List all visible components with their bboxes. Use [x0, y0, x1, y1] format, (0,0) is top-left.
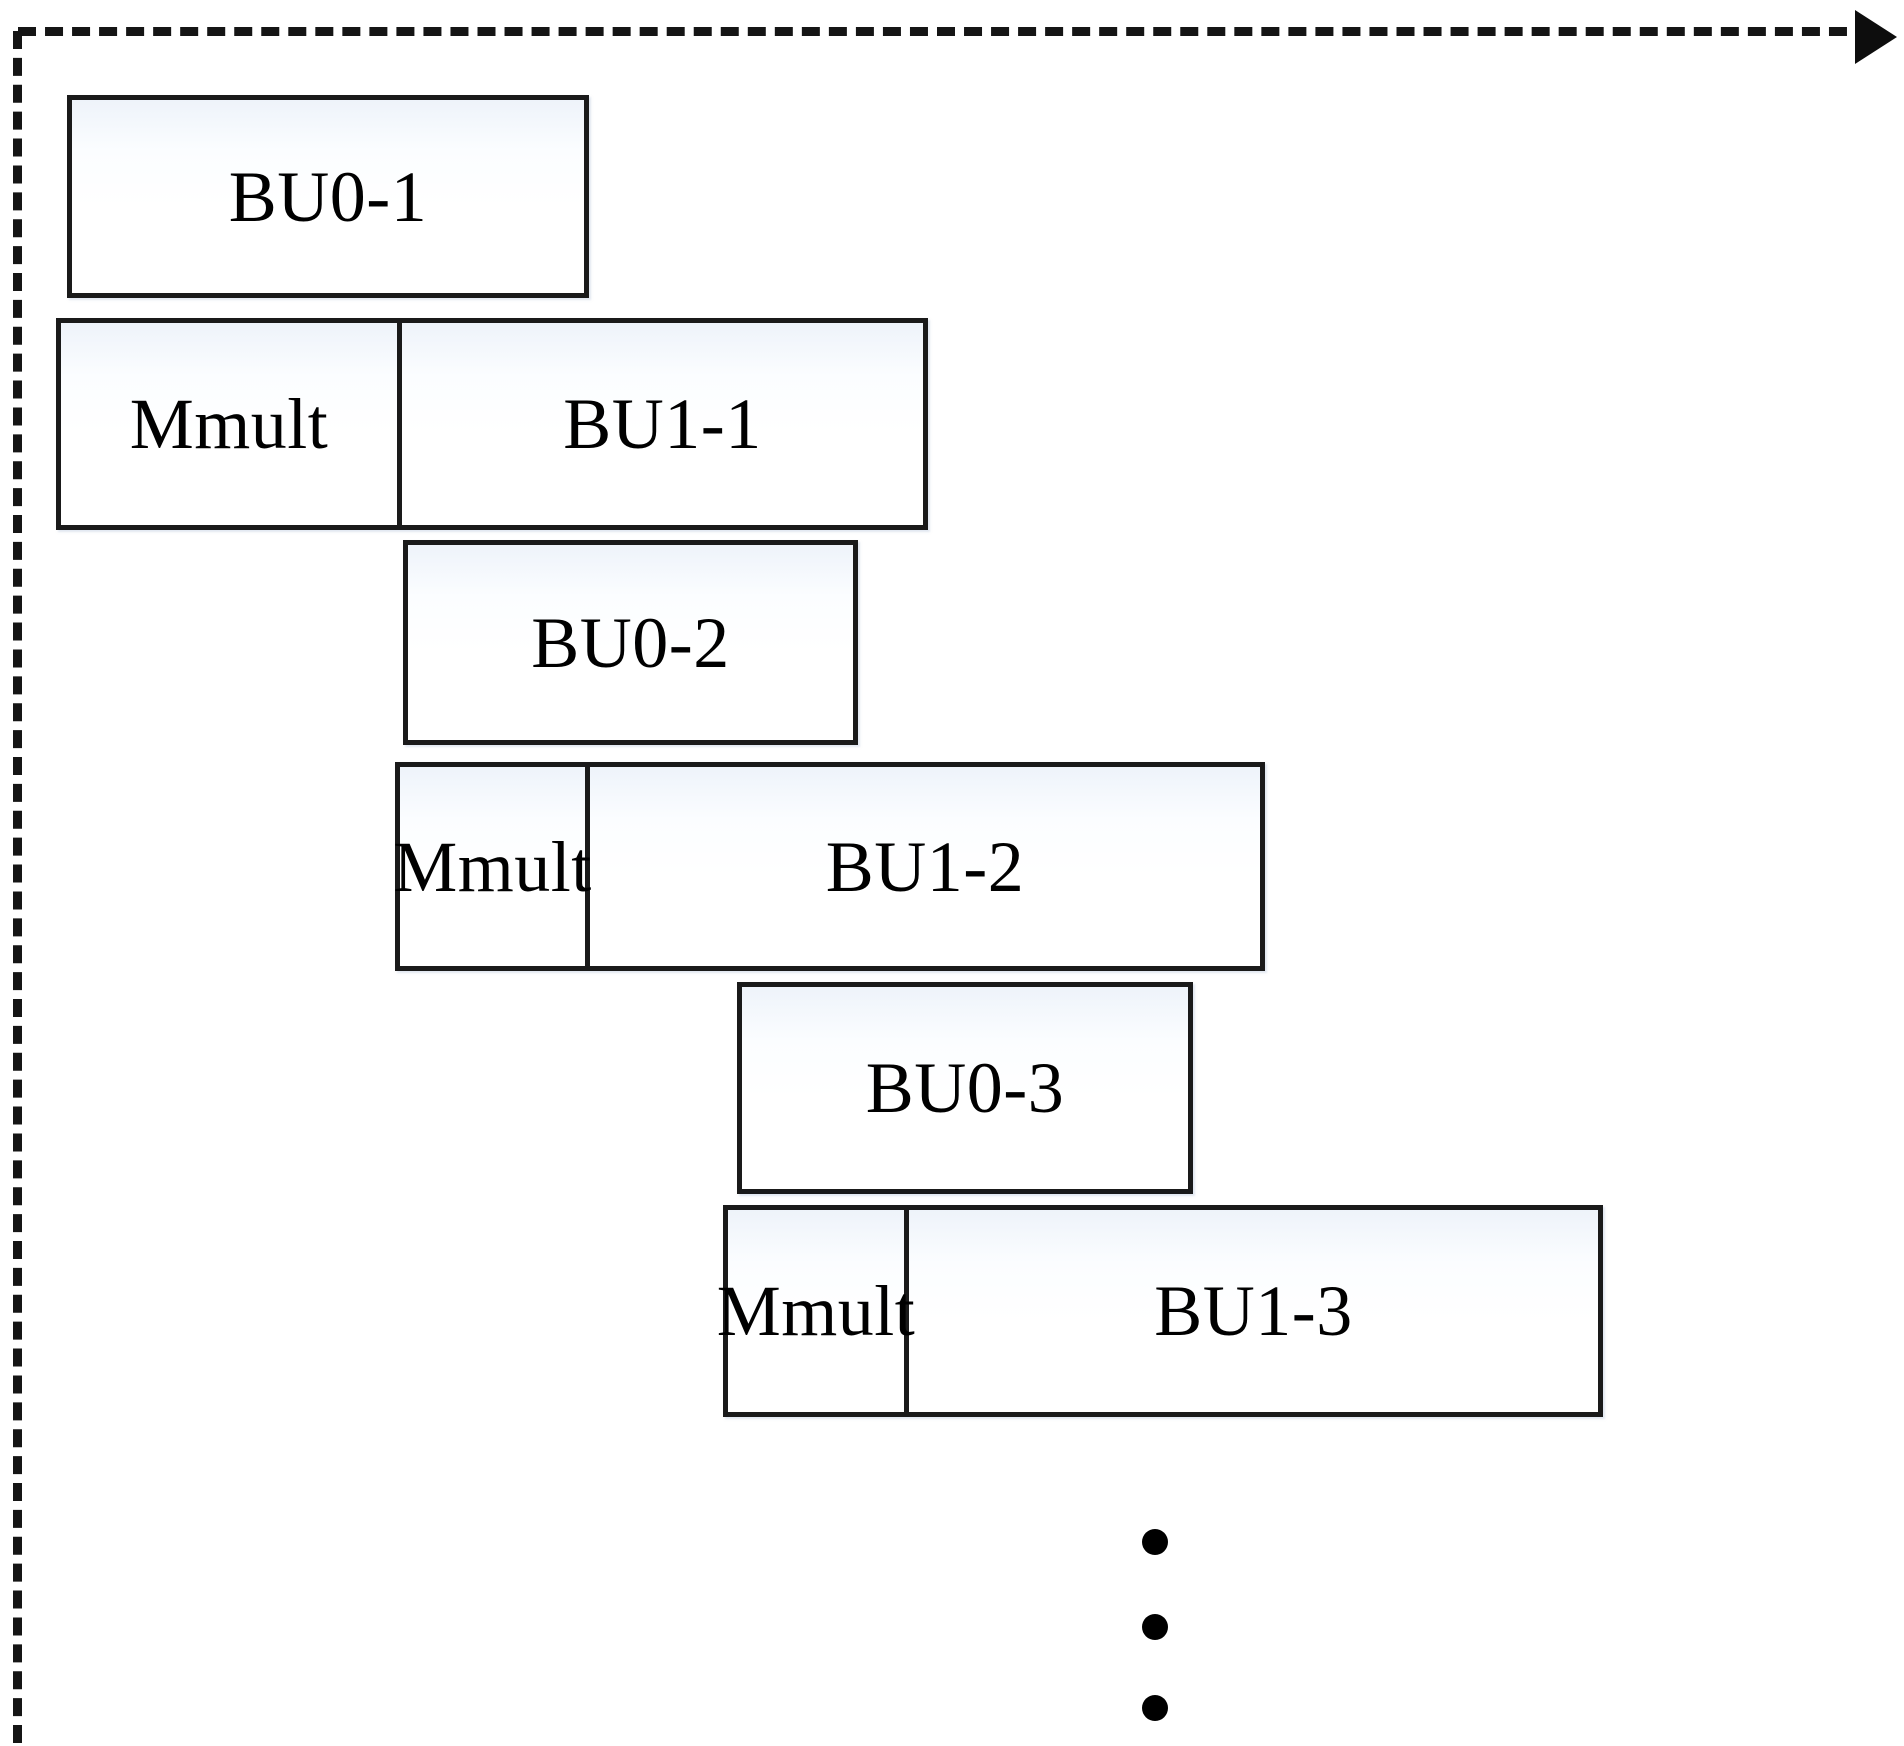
block-mmult-1[interactable]: Mmult	[61, 323, 402, 525]
block-label: BU1-3	[1154, 1271, 1353, 1351]
block-bu0-3[interactable]: BU0-3	[737, 982, 1193, 1194]
block-label: Mmult	[129, 384, 329, 464]
block-label: BU0-1	[228, 156, 428, 237]
block-row-mmult-bu1-2: Mmult BU1-2	[393, 762, 1265, 971]
ellipsis-dot-2	[1142, 1614, 1168, 1640]
ellipsis-dot-3	[1142, 1695, 1168, 1721]
block-bu1-3[interactable]: BU1-3	[909, 1210, 1598, 1412]
block-bu0-1[interactable]: BU0-1	[67, 95, 589, 298]
block-mmult-2[interactable]: Mmult	[393, 767, 591, 966]
stage-axis-line	[13, 31, 22, 1743]
time-axis-arrowhead-icon	[1855, 10, 1897, 64]
block-bu1-1[interactable]: BU1-1	[402, 323, 923, 525]
block-bu0-2[interactable]: BU0-2	[403, 540, 858, 745]
block-label: BU1-2	[825, 826, 1025, 907]
time-axis-line	[18, 27, 1874, 36]
block-bu1-2[interactable]: BU1-2	[590, 767, 1260, 966]
block-label: BU0-2	[531, 602, 730, 683]
block-mmult-3[interactable]: Mmult	[717, 1210, 915, 1412]
block-label: Mmult	[393, 826, 592, 907]
block-label: BU0-3	[865, 1048, 1065, 1128]
block-row-mmult-bu1-3: Mmult BU1-3	[717, 1205, 1603, 1417]
block-row-mmult-bu1-1: Mmult BU1-1	[56, 318, 928, 530]
block-label: BU1-1	[563, 384, 762, 464]
ellipsis-dot-1	[1142, 1529, 1168, 1555]
block-label: Mmult	[716, 1271, 916, 1351]
